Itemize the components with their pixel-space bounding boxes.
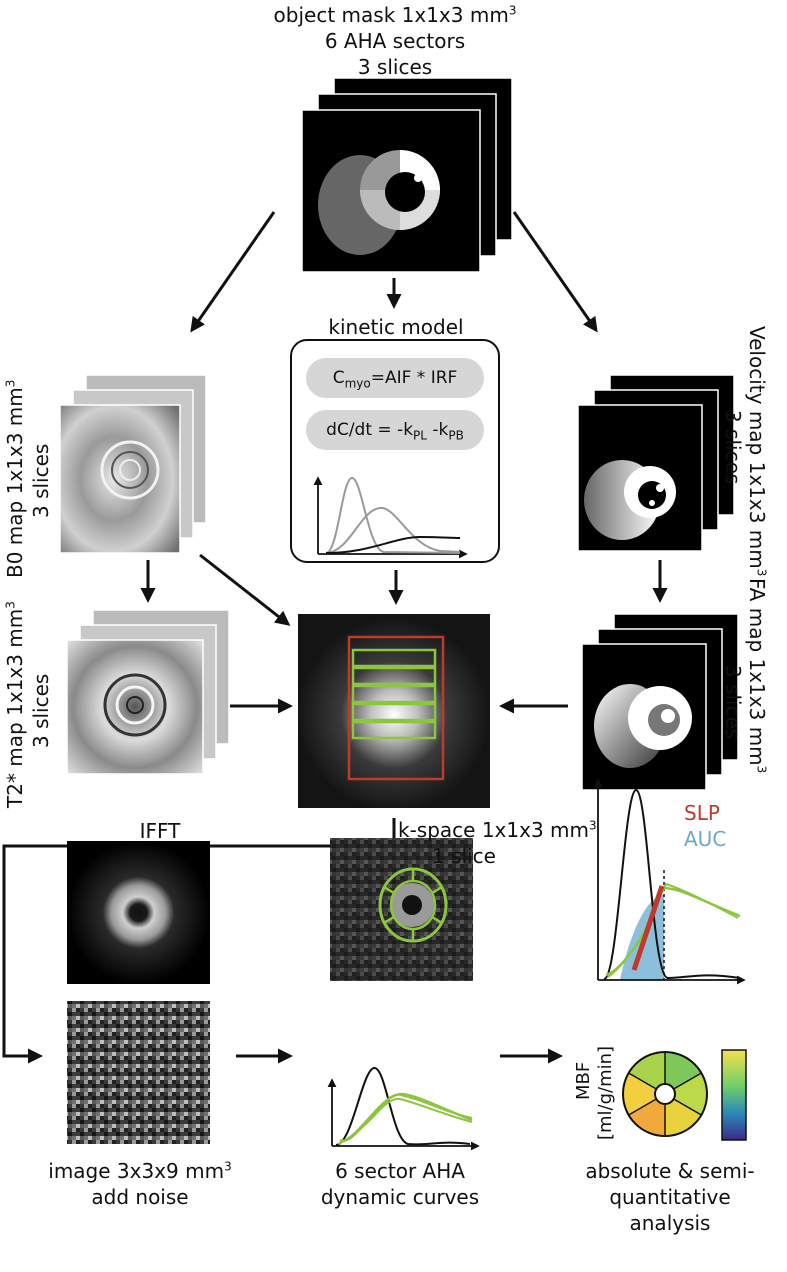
fa-label: FA map 1x1x3 mm3 [745, 578, 769, 774]
mask-title-line3: 3 slices [357, 55, 433, 79]
dynamic-curves-plot [327, 1067, 480, 1151]
image-label-line2: add noise [91, 1185, 189, 1209]
velocity-slices-label: 3 slices [721, 410, 745, 485]
kinetic-curves [313, 476, 468, 559]
kinetic-eq1-pill [306, 358, 484, 398]
kinetic-eq2-pill [306, 410, 484, 450]
ifft-arrow-path [2, 818, 396, 1064]
aha-segmented-image [330, 838, 473, 981]
slp-label: SLP [684, 801, 720, 825]
kspace-label: k-space 1x1x3 mm3 [398, 818, 597, 842]
image-label-line1: image 3x3x9 mm3 [48, 1159, 232, 1183]
mbf-unit-label: [ml/g/min] [595, 1045, 616, 1140]
curves-label-line2: dynamic curves [320, 1185, 480, 1209]
analysis-plot [593, 778, 746, 985]
kspace-slices-label: 1 slice [432, 844, 496, 868]
kinetic-eq2: dC/dt = -kPL -kPB [326, 420, 464, 443]
velocity-map-stack [577, 374, 735, 552]
ifft-label: IFFT [139, 819, 181, 843]
analysis-label-line1: absolute & semi- [585, 1159, 755, 1183]
mbf-colorbar [721, 1049, 747, 1141]
mbf-bullseye [622, 1051, 708, 1137]
curves-label-line1: 6 sector AHA [335, 1159, 465, 1183]
kinetic-model-title: kinetic model [328, 315, 464, 339]
t2-label: T2* map 1x1x3 mm3 [3, 601, 27, 808]
t2-slices-label: 3 slices [29, 673, 53, 748]
analysis-label-line2: quantitative [609, 1185, 731, 1209]
arrow-b0-to-kspace [199, 553, 291, 626]
noise-image [67, 1001, 210, 1144]
b0-label: B0 map 1x1x3 mm3 [3, 379, 27, 578]
arrow-mask-to-velocity [512, 211, 598, 333]
reconstructed-image [67, 841, 210, 984]
velocity-label: Velocity map 1x1x3 mm3 [745, 326, 769, 577]
slp-line [631, 885, 665, 971]
fa-slices-label: 3 slices [721, 665, 745, 740]
object-mask-stack [301, 77, 513, 273]
b0-slices-label: 3 slices [29, 443, 53, 518]
mask-title-line2: 6 AHA sectors [324, 29, 466, 53]
t2star-map-stack [66, 609, 230, 775]
arrow-mask-to-b0 [190, 211, 276, 333]
kspace-red-box [347, 635, 445, 781]
mask-title-line1: object mask 1x1x3 mm3 [273, 3, 517, 27]
analysis-label-line3: analysis [629, 1211, 711, 1235]
kinetic-eq1: Cmyo=AIF * IRF [332, 368, 458, 391]
fa-map-stack [581, 613, 739, 791]
b0-map-stack [59, 374, 207, 554]
kspace-image [298, 614, 490, 808]
auc-label: AUC [684, 827, 727, 851]
